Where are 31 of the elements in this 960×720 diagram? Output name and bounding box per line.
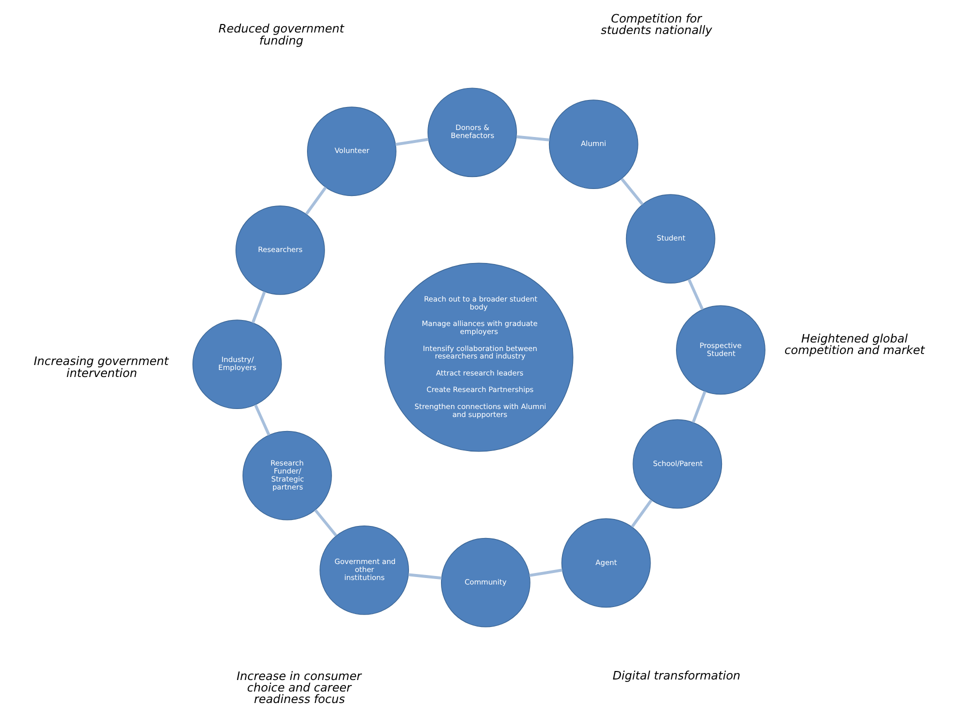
node-circle: Agent <box>561 518 651 608</box>
node-circle: Research Funder/ Strategic partners <box>242 430 332 520</box>
label: Heightened global competition and market <box>784 331 925 357</box>
connector <box>314 509 338 537</box>
label: Reduced government funding <box>218 22 344 48</box>
connector <box>630 499 653 528</box>
node-circle: Industry/ Employers <box>192 320 282 409</box>
node-circle: Volunteer <box>307 106 396 196</box>
connector <box>516 135 550 142</box>
connector <box>692 390 706 423</box>
connector <box>620 178 644 206</box>
label: Increasing government intervention <box>34 354 169 380</box>
node-circle: Donors & Benefactors <box>428 88 517 178</box>
node-circle: Researchers <box>236 205 325 295</box>
label: Increase in consumer choice and career readiness focus <box>236 668 362 706</box>
connector <box>251 291 266 324</box>
node-circle: Student <box>626 194 716 284</box>
node-circle: Prospective Student <box>676 305 766 395</box>
node-circle: Government and other institutions <box>320 525 409 615</box>
connector <box>529 568 563 577</box>
node-circle: Alumni <box>548 100 638 189</box>
node-circle: Reach out to a broader student body Manage alliances with graduate employers Intensify collaboration between researchers and industry Attract research leaders Create Research Partnerships Strengthen connections with Alumni and supporters <box>384 262 574 452</box>
label: Digital transformation <box>612 668 740 682</box>
connector <box>688 278 704 310</box>
node-circle: School/Parent <box>632 419 722 509</box>
connector <box>395 138 429 146</box>
connector <box>254 404 270 436</box>
connector <box>408 573 442 580</box>
connector <box>305 186 327 215</box>
label: Competition for students nationally <box>600 11 712 38</box>
node-circle: Community <box>440 538 530 628</box>
